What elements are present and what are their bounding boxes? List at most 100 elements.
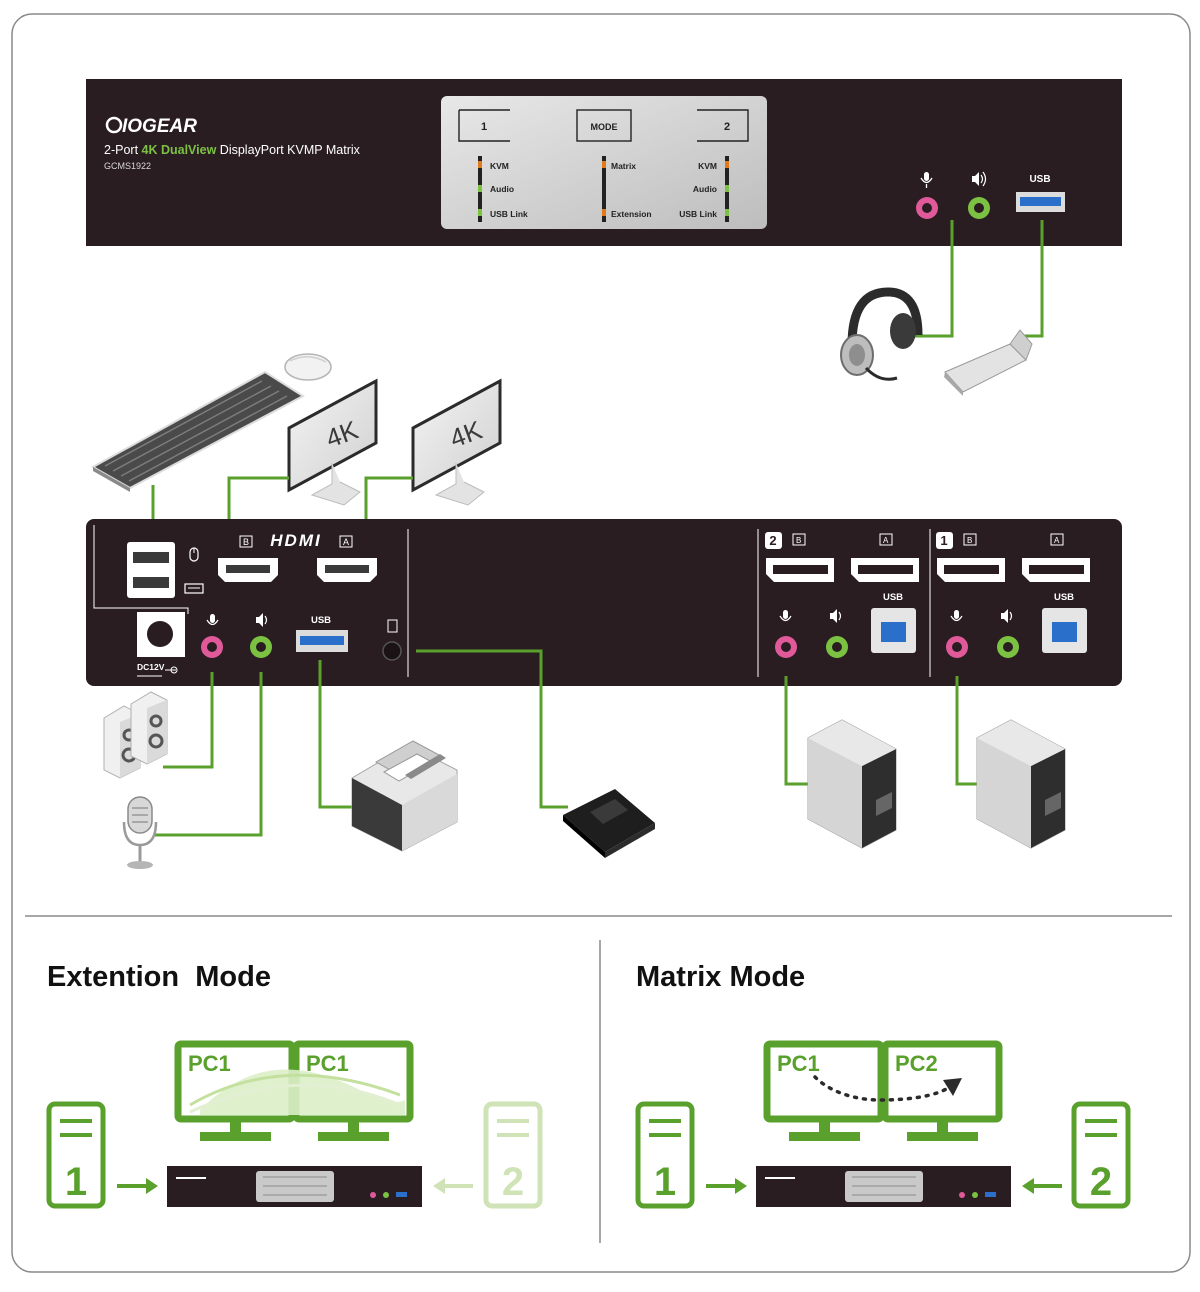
ext-pc2-icon bbox=[483, 1101, 543, 1209]
pc1-tower-icon bbox=[976, 719, 1066, 849]
led-label-matrix: Matrix bbox=[611, 161, 636, 171]
mtx-arrowhead bbox=[943, 1078, 962, 1096]
speaker-cable bbox=[163, 672, 214, 769]
ext-pc2-label: 2 bbox=[502, 1160, 524, 1204]
pc2-tower-icon bbox=[807, 719, 897, 849]
pc1-cable bbox=[955, 676, 978, 786]
headset-cable bbox=[908, 220, 954, 338]
usb-drive-icon bbox=[944, 329, 1033, 396]
led-label-usb1: USB Link bbox=[490, 209, 528, 219]
mtx-pc1-icon bbox=[635, 1101, 695, 1209]
kvm-rear-panel: B HDMI A DC12V USB bbox=[86, 519, 1122, 686]
printer-icon bbox=[351, 740, 458, 852]
speaker-icon bbox=[972, 171, 987, 187]
mtx-dotted-arrow bbox=[813, 1075, 950, 1102]
speakers-icon bbox=[103, 691, 168, 779]
hdmi-b-tag: B bbox=[243, 537, 249, 547]
remote-port[interactable] bbox=[382, 641, 402, 661]
mouse-icon bbox=[284, 353, 332, 381]
microphone-cable bbox=[155, 672, 263, 837]
extension-mode-title: Extention Mode bbox=[47, 961, 271, 993]
led-usb2 bbox=[725, 209, 729, 216]
led-extension bbox=[602, 209, 606, 216]
led-label-usb2: USB Link bbox=[679, 209, 717, 219]
keyboard-icon bbox=[90, 370, 305, 492]
mtx-arrow-right bbox=[735, 1178, 747, 1194]
dc-label: DC12V bbox=[137, 662, 165, 672]
usb-drive-cable bbox=[1024, 220, 1044, 338]
ext-monitor1-label: PC1 bbox=[188, 1051, 231, 1076]
model-number: GCMS1922 bbox=[104, 161, 151, 171]
led-kvm2 bbox=[725, 161, 729, 168]
port1-button[interactable]: 1 bbox=[481, 121, 487, 133]
pc2-dp-b-tag: B bbox=[796, 536, 801, 545]
pc1-dp-b-tag: B bbox=[967, 536, 972, 545]
pc1-usb-label: USB bbox=[1054, 592, 1074, 603]
rear-mic-icon bbox=[206, 614, 219, 626]
led-label-audio2: Audio bbox=[693, 184, 717, 194]
mtx-monitor2-label: PC2 bbox=[895, 1051, 938, 1076]
mtx-pc2-icon bbox=[1071, 1101, 1131, 1209]
monitor-b: 4K bbox=[287, 378, 378, 506]
ext-pc1-label: 1 bbox=[65, 1160, 87, 1204]
mode-button-frame[interactable] bbox=[576, 109, 632, 142]
matrix-mode-title: Matrix Mode bbox=[636, 961, 805, 993]
mtx-pc2-label: 2 bbox=[1090, 1160, 1112, 1204]
mouse-port-icon bbox=[189, 547, 199, 562]
headset-icon bbox=[840, 287, 923, 381]
led-label-kvm1: KVM bbox=[490, 161, 509, 171]
iogear-logo-icon bbox=[105, 116, 123, 134]
pc2-tag: 2 bbox=[769, 533, 776, 548]
pc1-dp-a-tag: A bbox=[1054, 536, 1060, 545]
mtx-pc1-label: 1 bbox=[654, 1160, 676, 1204]
pc2-dp-a-tag: A bbox=[883, 536, 889, 545]
pc2-cable bbox=[784, 676, 808, 786]
pc2-speaker-icon bbox=[830, 609, 842, 623]
remote-switch-icon bbox=[563, 789, 655, 858]
led-matrix bbox=[602, 161, 606, 168]
port2-button[interactable]: 2 bbox=[724, 121, 730, 133]
led-kvm1 bbox=[478, 161, 482, 168]
printer-cable bbox=[318, 660, 355, 809]
ext-arrow-right bbox=[146, 1178, 158, 1194]
console-usb-ports[interactable] bbox=[127, 542, 175, 598]
hdmi-logo: HDMI bbox=[270, 531, 321, 550]
led-usb1 bbox=[478, 209, 482, 216]
ext-pc1-icon bbox=[46, 1101, 106, 1209]
pc1-mic-icon bbox=[950, 610, 963, 622]
hdmi-a-tag: A bbox=[343, 537, 349, 547]
pc2-usb-label: USB bbox=[883, 592, 903, 603]
keyboard-port-icon bbox=[184, 583, 204, 594]
pc2-mic-icon bbox=[779, 610, 792, 622]
ext-arrow-left bbox=[433, 1178, 445, 1194]
led-audio1 bbox=[478, 185, 482, 192]
microphone-icon bbox=[122, 796, 158, 869]
led-label-audio1: Audio bbox=[490, 184, 514, 194]
rear-usb-label: USB bbox=[311, 615, 331, 626]
remote-cable bbox=[416, 649, 568, 809]
led-label-extension: Extension bbox=[611, 209, 652, 219]
ext-monitor2-label: PC1 bbox=[306, 1051, 349, 1076]
front-usb-label: USB bbox=[1029, 174, 1050, 185]
brand-name: IOGEAR bbox=[122, 116, 197, 137]
kvm-front-panel: IOGEAR 2-Port 4K DualView DisplayPort KV… bbox=[86, 79, 1122, 246]
mtx-arrow-left bbox=[1022, 1178, 1034, 1194]
matrix-mode-section: Matrix Mode PC1 PC2 1 2 bbox=[635, 961, 1131, 1209]
pc1-tag: 1 bbox=[940, 533, 947, 548]
product-title: 2-Port 4K DualView DisplayPort KVMP Matr… bbox=[104, 143, 361, 157]
mtx-monitor2 bbox=[881, 1040, 1003, 1123]
remote-port-icon bbox=[387, 619, 398, 633]
led-audio2 bbox=[725, 185, 729, 192]
polarity-icon bbox=[170, 666, 178, 674]
mtx-monitor1 bbox=[763, 1040, 885, 1123]
mic-icon bbox=[920, 172, 933, 188]
led-label-kvm2: KVM bbox=[698, 161, 717, 171]
extension-mode-section: Extention Mode PC1 PC1 1 2 bbox=[46, 961, 543, 1209]
rear-speaker-icon bbox=[256, 613, 268, 627]
mtx-monitor1-label: PC1 bbox=[777, 1051, 820, 1076]
pc1-speaker-icon bbox=[1001, 609, 1013, 623]
mode-button[interactable]: MODE bbox=[591, 122, 618, 132]
monitor-a: 4K bbox=[411, 378, 502, 506]
